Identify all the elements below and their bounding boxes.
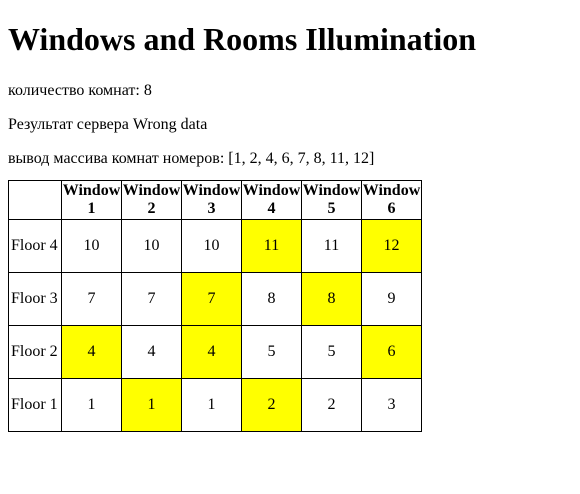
room-cell: 1	[182, 379, 242, 432]
room-cell: 10	[182, 220, 242, 273]
page-title: Windows and Rooms Illumination	[8, 21, 476, 57]
room-cell: 2	[242, 379, 302, 432]
room-cell: 7	[122, 273, 182, 326]
server-result-text: Результат сервера Wrong data	[8, 116, 208, 133]
room-cell: 8	[302, 273, 362, 326]
room-cell: 4	[62, 326, 122, 379]
room-cell: 7	[62, 273, 122, 326]
window-header-number: 1	[87, 200, 96, 217]
window-header-word: Window	[182, 182, 241, 199]
window-header-number: 5	[327, 200, 336, 217]
room-cell: 2	[302, 379, 362, 432]
room-cell: 1	[62, 379, 122, 432]
floor-label: Floor 2	[9, 326, 62, 379]
table-row-floor-2: Floor 2 4 4 4 5 5 6	[9, 326, 422, 379]
floor-label: Floor 1	[9, 379, 62, 432]
window-header-number: 4	[267, 200, 276, 217]
room-cell: 1	[122, 379, 182, 432]
room-cell: 7	[182, 273, 242, 326]
window-header-word: Window	[122, 182, 181, 199]
window-header-word: Window	[62, 182, 121, 199]
room-cell: 6	[362, 326, 422, 379]
room-cell: 4	[182, 326, 242, 379]
floor-label: Floor 3	[9, 273, 62, 326]
room-cell: 8	[242, 273, 302, 326]
table-row-floor-3: Floor 3 7 7 7 8 8 9	[9, 273, 422, 326]
room-cell: 4	[122, 326, 182, 379]
window-header-number: 6	[387, 200, 396, 217]
room-cell: 10	[122, 220, 182, 273]
window-header-number: 3	[207, 200, 216, 217]
corner-header-cell	[9, 181, 62, 220]
room-cell: 11	[242, 220, 302, 273]
room-cell: 3	[362, 379, 422, 432]
rooms-array-output-text: вывод массива комнат номеров: [1, 2, 4, …	[8, 150, 375, 167]
room-cell: 12	[362, 220, 422, 273]
table-row-floor-4: Floor 4 10 10 10 11 11 12	[9, 220, 422, 273]
floor-label: Floor 4	[9, 220, 62, 273]
window-header-word: Window	[302, 182, 361, 199]
room-cell: 9	[362, 273, 422, 326]
rooms-count-text: количество комнат: 8	[8, 82, 152, 99]
window-header-word: Window	[242, 182, 301, 199]
room-cell: 11	[302, 220, 362, 273]
room-cell: 5	[302, 326, 362, 379]
table-row-floor-1: Floor 1 1 1 1 2 2 3	[9, 379, 422, 432]
window-header-number: 2	[147, 200, 156, 217]
room-cell: 10	[62, 220, 122, 273]
room-cell: 5	[242, 326, 302, 379]
window-header-word: Window	[362, 182, 421, 199]
